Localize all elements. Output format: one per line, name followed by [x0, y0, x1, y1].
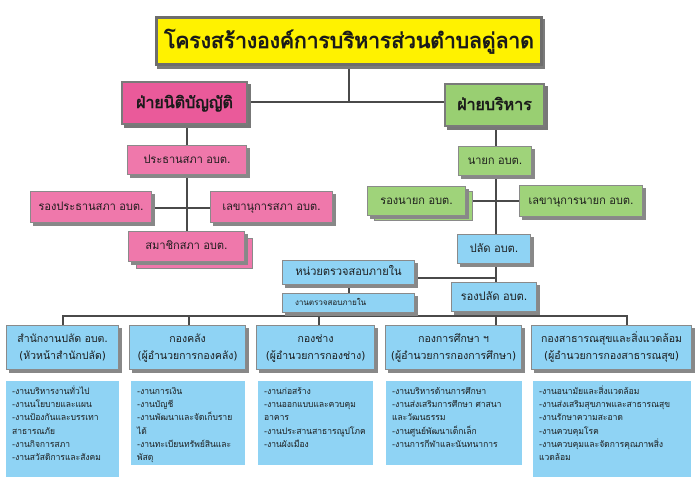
- dept-office-tasks: -งานบริหารงานทั่วไป -งานนโยบายและแผน -งา…: [6, 381, 119, 477]
- dept-education-header: กองการศึกษา ฯ (ผู้อำนวยการกองการศึกษา): [385, 325, 522, 370]
- dept-head: (ผู้อำนวยการกองช่าง): [265, 349, 366, 362]
- connector-line: [626, 315, 628, 325]
- municipal-clerk-box: ปลัด อบต.: [457, 234, 531, 264]
- task-item: -งานควบคุมโรค: [539, 426, 599, 437]
- task-item: -งานนโยบายและแผน: [12, 400, 92, 411]
- task-item: -งานการกีฬาและนันทนาการ: [392, 439, 498, 450]
- internal-audit-unit-box: หน่วยตรวจสอบภายใน: [282, 260, 415, 285]
- task-item: -งานประสานสาธารณูปโภค: [264, 426, 366, 437]
- dept-finance-tasks: -งานการเงิน -งานบัญชี -งานพัฒนาและจัดเก็…: [131, 381, 245, 465]
- task-item: -งานบริหารงานทั่วไป: [12, 387, 90, 397]
- connector-line: [62, 315, 64, 325]
- mayor-box: นายก อบต.: [458, 146, 532, 176]
- dept-public-health-header: กองสาธารณสุขและสิ่งแวดล้อม (ผู้อำนวยการก…: [531, 325, 692, 370]
- task-item: -งานก่อสร้าง: [264, 387, 311, 397]
- connector-line: [495, 312, 497, 326]
- task-item: -งานอนามัยและสิ่งแวดล้อม: [539, 387, 640, 397]
- dept-head: (ผู้อำนวยการกองคลัง): [137, 349, 238, 362]
- task-item: -งานผังเมือง: [264, 439, 309, 450]
- dept-head: (ผู้อำนวยการกองสาธารณสุข): [543, 349, 680, 362]
- dept-engineering-header: กองช่าง (ผู้อำนวยการกองช่าง): [256, 325, 375, 370]
- council-members-box: สมาชิกสภา อบต.: [128, 231, 245, 262]
- dept-education-tasks: -งานบริหารด้านการศึกษา -งานส่งเสริมการศึ…: [386, 381, 522, 465]
- dept-public-health-tasks: -งานอนามัยและสิ่งแวดล้อม -งานส่งเสริมสุข…: [533, 381, 691, 477]
- dept-office-header: สำนักงานปลัด อบต. (หัวหน้าสำนักปลัด): [6, 325, 119, 370]
- connector-line: [186, 125, 188, 245]
- council-chair-box: ประธานสภา อบต.: [127, 145, 247, 175]
- connector-line: [62, 315, 627, 317]
- dept-name: สำนักงานปลัด อบต.: [17, 333, 108, 346]
- dept-engineering-tasks: -งานก่อสร้าง -งานออกแบบและควบคุมอาคาร -ง…: [258, 381, 373, 465]
- task-item: -งานส่งเสริมการศึกษา ศาสนาและวัฒนธรรม: [392, 400, 502, 424]
- connector-line: [188, 315, 190, 325]
- connector-line: [318, 315, 320, 325]
- dept-name: กองคลัง: [169, 333, 206, 346]
- deputy-clerk-box: รองปลัด อบต.: [451, 282, 537, 312]
- dept-head: (ผู้อำนวยการกองการศึกษา): [390, 349, 517, 362]
- dept-finance-header: กองคลัง (ผู้อำนวยการกองคลัง): [129, 325, 246, 370]
- task-item: -งานศูนย์พัฒนาเด็กเล็ก: [392, 426, 477, 437]
- task-item: -งานรักษาความสะอาด: [539, 413, 623, 424]
- connector-line: [348, 66, 350, 102]
- task-item: -งานบัญชี: [137, 400, 174, 411]
- dept-name: กองการศึกษา ฯ: [418, 333, 489, 346]
- task-item: -งานทะเบียนทรัพย์สินและพัสดุ: [137, 439, 232, 463]
- task-item: -งานส่งเสริมสุขภาพและสาธารณสุข: [539, 400, 671, 411]
- mayor-secretary-box: เลขานุการนายก อบต.: [519, 185, 643, 217]
- task-item: -งานสวัสดิการและสังคม: [12, 452, 101, 463]
- executive-branch-box: ฝ่ายบริหาร: [444, 83, 545, 127]
- task-item: -งานออกแบบและควบคุมอาคาร: [264, 400, 356, 424]
- connector-line: [186, 101, 496, 103]
- dept-name: กองสาธารณสุขและสิ่งแวดล้อม: [541, 333, 682, 346]
- task-item: -งานพัฒนาและจัดเก็บรายได้: [137, 413, 233, 437]
- chart-title: โครงสร้างองค์การบริหารส่วนตำบลดู่ลาด: [155, 16, 543, 66]
- task-item: -งานบริหารด้านการศึกษา: [392, 387, 487, 397]
- vice-mayor-box: รองนายก อบต.: [367, 186, 466, 216]
- dept-head: (หัวหน้าสำนักปลัด): [19, 349, 106, 362]
- task-item: -งานการเงิน: [137, 387, 183, 397]
- legislative-branch-box: ฝ่ายนิติบัญญัติ: [121, 81, 248, 125]
- task-item: -งานกิจการสภา: [12, 439, 70, 450]
- task-item: -งานป้องกันและบรรเทาสาธารณภัย: [12, 413, 99, 437]
- connector-line: [495, 125, 497, 325]
- connector-line: [150, 207, 212, 209]
- connector-line: [348, 285, 350, 300]
- task-item: -งานควบคุมและจัดการคุณภาพสิ่งแวดล้อม: [539, 439, 664, 463]
- internal-audit-task-box: งานตรวจสอบภายใน: [282, 293, 415, 313]
- dept-name: กองช่าง: [297, 333, 334, 346]
- connector-line: [415, 277, 497, 279]
- council-vice-chair-box: รองประธานสภา อบต.: [30, 191, 152, 223]
- council-secretary-box: เลขานุการสภา อบต.: [210, 191, 333, 223]
- connector-line: [466, 200, 522, 202]
